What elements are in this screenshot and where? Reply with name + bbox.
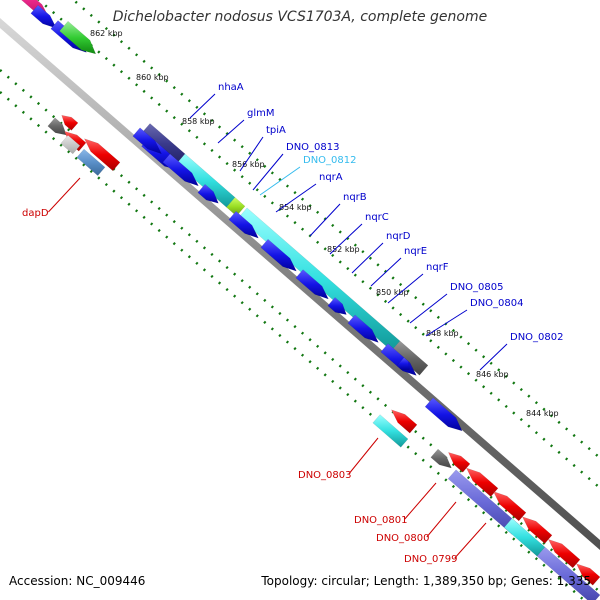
gene-arrow-DNO_0805[interactable] (391, 340, 429, 376)
tick-label: 862 kbp (90, 29, 123, 38)
gene-arrow-DNO_0803[interactable] (372, 414, 409, 448)
leader-line (409, 293, 448, 324)
tick-dotted-line (37, 0, 600, 489)
leader-line (426, 501, 457, 538)
gene-label-DNO_0805[interactable]: DNO_0805 (450, 282, 504, 293)
tick-label: 856 kbp (232, 160, 265, 169)
gene-label-nqrF[interactable]: nqrF (426, 262, 449, 273)
tick-label: 852 kbp (327, 245, 360, 254)
gene-label-nqrC[interactable]: nqrC (365, 212, 389, 223)
gene-label-DNO_0799[interactable]: DNO_0799 (404, 554, 458, 565)
gene-label-nqrA[interactable]: nqrA (319, 172, 343, 183)
gene-arrow-DNO_0800[interactable] (447, 469, 521, 535)
leader-line (351, 242, 384, 274)
gene-label-DNO_0813[interactable]: DNO_0813 (286, 142, 340, 153)
gene-arrow-left-red-2[interactable] (83, 138, 121, 172)
gene-label-nqrB[interactable]: nqrB (343, 192, 367, 203)
tick-labels: 862 kbp 860 kbp 858 kbp 856 kbp 854 kbp 852 k… (90, 29, 559, 418)
gene-label-DNO_0801[interactable]: DNO_0801 (354, 515, 408, 526)
tick-label: 850 kbp (376, 288, 409, 297)
gene-label-DNO_0804[interactable]: DNO_0804 (470, 298, 524, 309)
leader-line (370, 257, 402, 287)
gene-arrow-DNO_0801[interactable] (430, 448, 452, 469)
gene-arrow-green[interactable] (59, 20, 97, 55)
gene-label-dapD[interactable]: dapD (22, 208, 49, 219)
gene-label-glmM[interactable]: glmM (247, 108, 275, 119)
gene-arrow-forward-3[interactable] (228, 210, 259, 239)
tick-label: 844 kbp (526, 409, 559, 418)
gene-label-DNO_0812[interactable]: DNO_0812 (303, 155, 357, 166)
gene-arrow-forward-5[interactable] (295, 269, 329, 300)
gene-arrow-dapD[interactable] (76, 148, 106, 176)
gene-arrow-nqr[interactable] (238, 207, 401, 352)
gene-arrow-left-white[interactable] (60, 134, 81, 155)
leader-line (189, 93, 216, 119)
gene-arrow-top-1[interactable] (30, 4, 57, 29)
leader-line (404, 482, 437, 520)
gene-arrow-reverse-5[interactable] (575, 563, 600, 586)
tick-label: 846 kbp (476, 370, 509, 379)
leader-line (479, 343, 508, 371)
gene-arrow-reverse-2[interactable] (492, 491, 527, 522)
leader-line (252, 153, 284, 191)
leader-line (387, 273, 424, 304)
leader-line (348, 437, 379, 475)
gene-arrow-forward-6[interactable] (327, 297, 347, 315)
leader-line (217, 119, 245, 144)
gene-label-nqrD[interactable]: nqrD (386, 231, 411, 242)
topology-text: Topology: circular; Length: 1,389,350 bp… (261, 574, 591, 588)
gene-label-DNO_0803[interactable]: DNO_0803 (298, 470, 352, 481)
gene-arrow-right-purple[interactable] (536, 546, 600, 600)
leader-line (48, 177, 81, 213)
gene-arrow-left-grey[interactable] (47, 117, 67, 136)
gene-arrow-DNO_0802[interactable] (424, 397, 463, 432)
tick-label: 848 kbp (426, 329, 459, 338)
gene-label-DNO_0800[interactable]: DNO_0800 (376, 533, 430, 544)
gene-arrow-forward-2[interactable] (197, 183, 219, 204)
gene-label-DNO_0802[interactable]: DNO_0802 (510, 332, 564, 343)
leader-line (275, 183, 317, 213)
leader-line (425, 309, 468, 337)
leader-line (329, 223, 363, 255)
gene-arrow-forward-0[interactable] (132, 127, 162, 155)
gene-arrow-forward-1[interactable] (162, 153, 199, 187)
gene-arrow-left-red-3[interactable] (61, 114, 79, 131)
gene-arrow-forward-9[interactable] (396, 357, 410, 370)
gene-arrow-reverse-3[interactable] (521, 516, 553, 544)
tick-label: 858 kbp (182, 117, 215, 126)
gene-arrow-reverse-4[interactable] (547, 538, 581, 569)
leader-line (454, 522, 487, 559)
gene-label-tpiA[interactable]: tpiA (266, 125, 286, 136)
tick-label: 854 kbp (279, 203, 312, 212)
gene-label-nhaA[interactable]: nhaA (218, 82, 244, 93)
accession-text: Accession: NC_009446 (9, 574, 146, 588)
leader-line (309, 203, 341, 237)
tick-dotted-line (71, 0, 600, 459)
gene-label-nqrE[interactable]: nqrE (404, 246, 427, 257)
page-title: Dichelobacter nodosus VCS1703A, complete… (112, 9, 488, 25)
leader-line (259, 166, 301, 196)
gene-arrow-DNO_0803-red[interactable] (390, 409, 418, 434)
gene-arrow-forward-4[interactable] (260, 238, 297, 272)
gene-arrow-forward-7[interactable] (347, 314, 379, 343)
gene-arrow-reverse-1[interactable] (465, 467, 499, 497)
leader-line (239, 136, 264, 172)
tick-label: 860 kbp (136, 73, 169, 82)
gene-arrow-reverse-0[interactable] (447, 452, 471, 473)
